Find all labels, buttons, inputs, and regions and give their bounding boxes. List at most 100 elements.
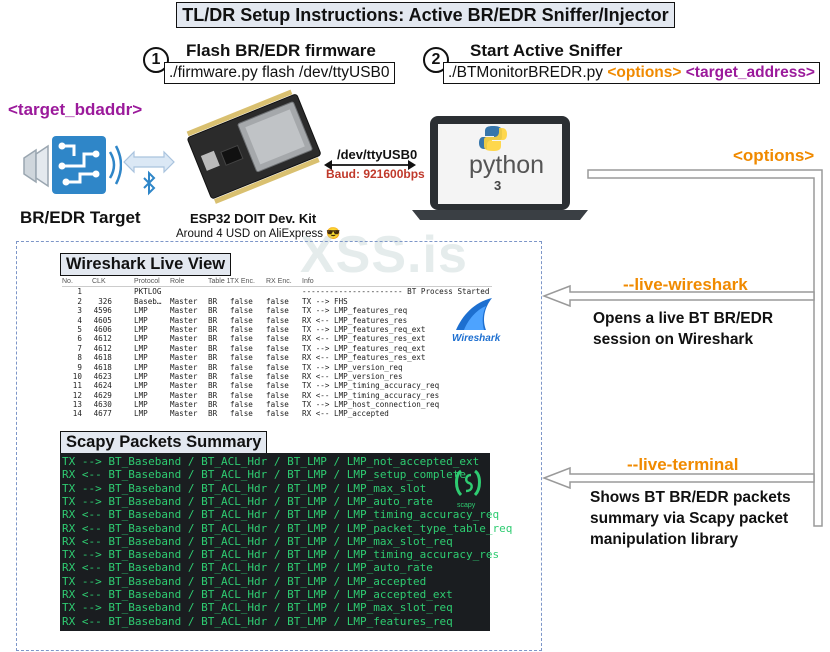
scapy-logo-text: scapy bbox=[457, 502, 476, 509]
live-wireshark-desc1: Opens a live BT BR/EDR bbox=[593, 310, 774, 327]
wireshark-cell: false bbox=[230, 306, 253, 316]
scapy-packet: BT_Baseband / BT_ACL_Hdr / BT_LMP / LMP_… bbox=[108, 534, 453, 548]
wireshark-cell: 4677 bbox=[93, 409, 112, 419]
wireshark-cell: 326 bbox=[98, 296, 112, 306]
baud-label: Baud: 921600bps bbox=[326, 167, 425, 181]
step2-number: 2 bbox=[423, 47, 449, 73]
wireshark-cell: false bbox=[266, 315, 289, 325]
scapy-direction: RX <-- bbox=[62, 588, 109, 601]
wireshark-cell: Master bbox=[170, 296, 198, 306]
wireshark-cell: RX <-- LMP_version_res bbox=[302, 371, 403, 381]
wireshark-cell: false bbox=[230, 390, 253, 400]
wireshark-cell: 4629 bbox=[93, 390, 112, 400]
wireshark-cell: PKTLOG bbox=[134, 287, 162, 297]
wireshark-cell: false bbox=[266, 353, 289, 363]
serial-port-label: /dev/ttyUSB0 bbox=[337, 147, 418, 162]
wireshark-header-cell: No. bbox=[62, 278, 73, 285]
wireshark-cell: false bbox=[266, 343, 289, 353]
wireshark-cell: RX <-- LMP_features_res bbox=[302, 315, 408, 325]
wireshark-cell: 6 bbox=[77, 334, 82, 344]
scapy-direction: TX --> bbox=[62, 481, 109, 495]
wireshark-cell: 3 bbox=[77, 306, 82, 316]
scapy-packet: BT_Baseband / BT_ACL_Hdr / BT_LMP / LMP_… bbox=[108, 455, 480, 468]
wireshark-header-cell: RX Enc. bbox=[266, 278, 292, 285]
wireshark-cell: Master bbox=[170, 343, 198, 353]
wireshark-cell: false bbox=[230, 371, 253, 381]
scapy-line: RX <-- BT_Baseband / BT_ACL_Hdr / BT_LMP… bbox=[62, 588, 453, 601]
wireshark-cell: 11 bbox=[72, 381, 82, 391]
wireshark-header-cell: Info bbox=[302, 278, 314, 285]
scapy-packet: BT_Baseband / BT_ACL_Hdr / BT_LMP / LMP_… bbox=[108, 481, 427, 495]
wireshark-cell: false bbox=[230, 353, 253, 363]
wireshark-cell: RX <-- LMP_features_res_ext bbox=[302, 334, 426, 344]
wireshark-cell: Master bbox=[170, 371, 198, 381]
wireshark-cell: 4605 bbox=[93, 315, 112, 325]
wireshark-cell: 4618 bbox=[93, 362, 112, 372]
wireshark-cell: TX --> LMP_features_req_ext bbox=[302, 324, 426, 334]
step2-target: <target_address> bbox=[685, 64, 815, 81]
wireshark-cell: false bbox=[266, 390, 289, 400]
wireshark-cell: RX <-- LMP_features_res_ext bbox=[302, 353, 426, 363]
options-label: <options> bbox=[733, 146, 815, 165]
wireshark-cell: BR bbox=[208, 400, 218, 410]
scapy-direction: TX --> bbox=[62, 548, 109, 562]
scapy-title: Scapy Packets Summary bbox=[60, 431, 268, 454]
wireshark-cell: false bbox=[230, 400, 253, 410]
target-bdaddr-label: <target_bdaddr> bbox=[8, 100, 143, 119]
esp32-board-image bbox=[186, 89, 321, 204]
wireshark-cell: false bbox=[230, 296, 253, 306]
wireshark-cell: false bbox=[230, 334, 253, 344]
scapy-line: RX <-- BT_Baseband / BT_ACL_Hdr / BT_LMP… bbox=[62, 508, 499, 521]
wireshark-cell: TX --> LMP_version_req bbox=[302, 362, 403, 372]
wireshark-header-cell: Role bbox=[170, 278, 185, 285]
target-label: BR/EDR Target bbox=[20, 208, 141, 227]
wireshark-cell: Master bbox=[170, 334, 198, 344]
scapy-line: TX --> BT_Baseband / BT_ACL_Hdr / BT_LMP… bbox=[62, 455, 479, 468]
scapy-packet: BT_Baseband / BT_ACL_Hdr / BT_LMP / LMP_… bbox=[108, 601, 453, 615]
wireshark-cell: 10 bbox=[72, 371, 82, 381]
wireshark-cell: false bbox=[230, 315, 253, 325]
wireshark-cell: BR bbox=[208, 390, 218, 400]
scapy-line: RX <-- BT_Baseband / BT_ACL_Hdr / BT_LMP… bbox=[62, 535, 453, 548]
wireshark-cell: LMP bbox=[134, 315, 148, 325]
wireshark-cell: false bbox=[266, 400, 289, 410]
step2-script: ./BTMonitorBREDR.py bbox=[448, 64, 604, 81]
target-device-icon bbox=[23, 136, 122, 194]
scapy-line: TX --> BT_Baseband / BT_ACL_Hdr / BT_LMP… bbox=[62, 575, 426, 588]
wireshark-title: Wireshark Live View bbox=[60, 253, 232, 276]
wireshark-cell: TX --> LMP_timing_accuracy_req bbox=[302, 381, 440, 391]
watermark: XSS.is bbox=[300, 226, 468, 284]
scapy-line: TX --> BT_Baseband / BT_ACL_Hdr / BT_LMP… bbox=[62, 548, 499, 561]
scapy-direction: RX <-- bbox=[62, 468, 109, 482]
wireshark-cell: LMP bbox=[134, 353, 148, 363]
wireshark-cell: Master bbox=[170, 306, 198, 316]
wireshark-cell: false bbox=[230, 409, 253, 419]
step2-command: ./BTMonitorBREDR.py <options> <target_ad… bbox=[443, 62, 820, 84]
wireshark-cell: Master bbox=[170, 362, 198, 372]
wireshark-header-cell: TX Enc. bbox=[230, 278, 255, 285]
wireshark-cell: false bbox=[266, 296, 289, 306]
scapy-direction: RX <-- bbox=[62, 534, 109, 548]
wireshark-cell: Baseb… bbox=[134, 296, 162, 306]
wireshark-logo-text: Wireshark bbox=[452, 333, 501, 344]
scapy-direction: RX <-- bbox=[62, 521, 109, 535]
wireshark-cell: BR bbox=[208, 334, 218, 344]
options-flow-arrows bbox=[541, 169, 823, 527]
wireshark-cell: false bbox=[230, 343, 253, 353]
wireshark-cell: 4596 bbox=[93, 306, 112, 316]
wireshark-cell: BR bbox=[208, 409, 218, 419]
wireshark-cell: BR bbox=[208, 306, 218, 316]
wireshark-cell: Master bbox=[170, 390, 198, 400]
live-wireshark-desc2: session on Wireshark bbox=[593, 331, 754, 348]
wireshark-cell: 12 bbox=[72, 390, 82, 400]
